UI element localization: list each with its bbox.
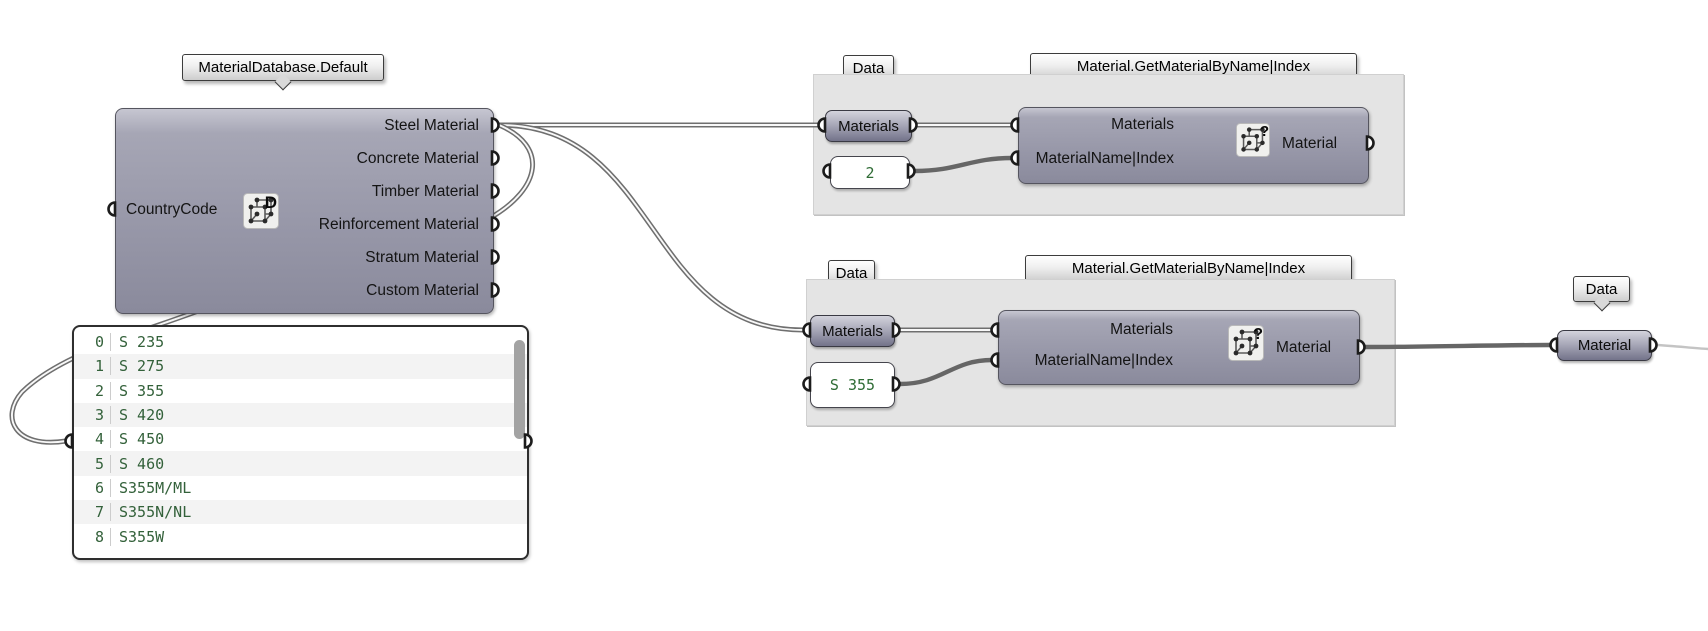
tooltip-data-right: Data — [1573, 276, 1630, 302]
index-value-box[interactable]: 2 — [830, 156, 910, 189]
output-label-concrete: Concrete Material — [356, 150, 479, 167]
input-label-materials: Materials — [1111, 116, 1174, 133]
getmaterial-component-bottom[interactable]: Materials MaterialName|Index ? Material — [998, 310, 1360, 385]
icon-letter: ? — [1260, 123, 1269, 140]
output-label-timber: Timber Material — [371, 183, 479, 200]
panel-scrollbar[interactable] — [514, 340, 525, 439]
tooltip-label: Data — [852, 59, 885, 77]
name-value-box[interactable]: S 355 — [810, 362, 895, 408]
capsule-label: Materials — [822, 322, 883, 340]
icon-letter: ? — [1253, 326, 1263, 343]
output-label-reinforcement: Reinforcement Material — [318, 216, 479, 233]
input-label-materialname-index: MaterialName|Index — [1035, 150, 1174, 167]
output-label-custom: Custom Material — [366, 282, 479, 299]
tooltip-label: Material.GetMaterialByName|Index — [1071, 260, 1306, 277]
materials-capsule-bottom[interactable]: Materials — [810, 315, 895, 347]
value-text: 2 — [865, 163, 875, 182]
input-label-countrycode: CountryCode — [126, 201, 218, 218]
tooltip-label: Material.GetMaterialByName|Index — [1076, 58, 1311, 75]
wire-index2-to-component[interactable] — [914, 155, 1013, 174]
database-cube-d-icon: D — [243, 193, 279, 229]
tooltip-label: MaterialDatabase.Default — [198, 59, 368, 76]
output-label-material: Material — [1282, 135, 1338, 152]
wire-steel-to-materials-bottom[interactable] — [498, 122, 804, 333]
wire-s355-to-component[interactable] — [899, 357, 993, 387]
input-label-materialname-index: MaterialName|Index — [1034, 352, 1173, 369]
materials-capsule-top[interactable]: Materials — [825, 110, 912, 142]
input-label-materials: Materials — [1110, 321, 1173, 338]
tooltip-materialdatabase: MaterialDatabase.Default — [182, 54, 384, 81]
output-label-stratum: Stratum Material — [365, 249, 479, 266]
icon-letter: D — [265, 193, 277, 212]
material-output-capsule[interactable]: Material — [1557, 330, 1652, 361]
getmaterial-cube-icon: ? — [1236, 123, 1270, 157]
output-label-steel: Steel Material — [384, 117, 479, 134]
value-text: S 355 — [829, 376, 876, 394]
tooltip-label: Data — [1585, 280, 1618, 298]
getmaterial-component-top[interactable]: Materials MaterialName|Index ? Material — [1018, 107, 1369, 184]
capsule-label: Material — [1577, 337, 1632, 354]
materialdatabase-component[interactable]: CountryCode D Steel Material Concrete Ma… — [115, 108, 494, 314]
wire-material-offscreen[interactable] — [1656, 343, 1708, 351]
wire-material-to-capsule[interactable] — [1364, 342, 1551, 350]
capsule-label: Materials — [838, 117, 899, 135]
tooltip-getmaterial-bottom: Material.GetMaterialByName|Index — [1025, 255, 1352, 282]
getmaterial-cube-icon: ? — [1228, 325, 1264, 361]
tooltip-label: Data — [835, 264, 868, 282]
output-label-material: Material — [1276, 339, 1332, 356]
